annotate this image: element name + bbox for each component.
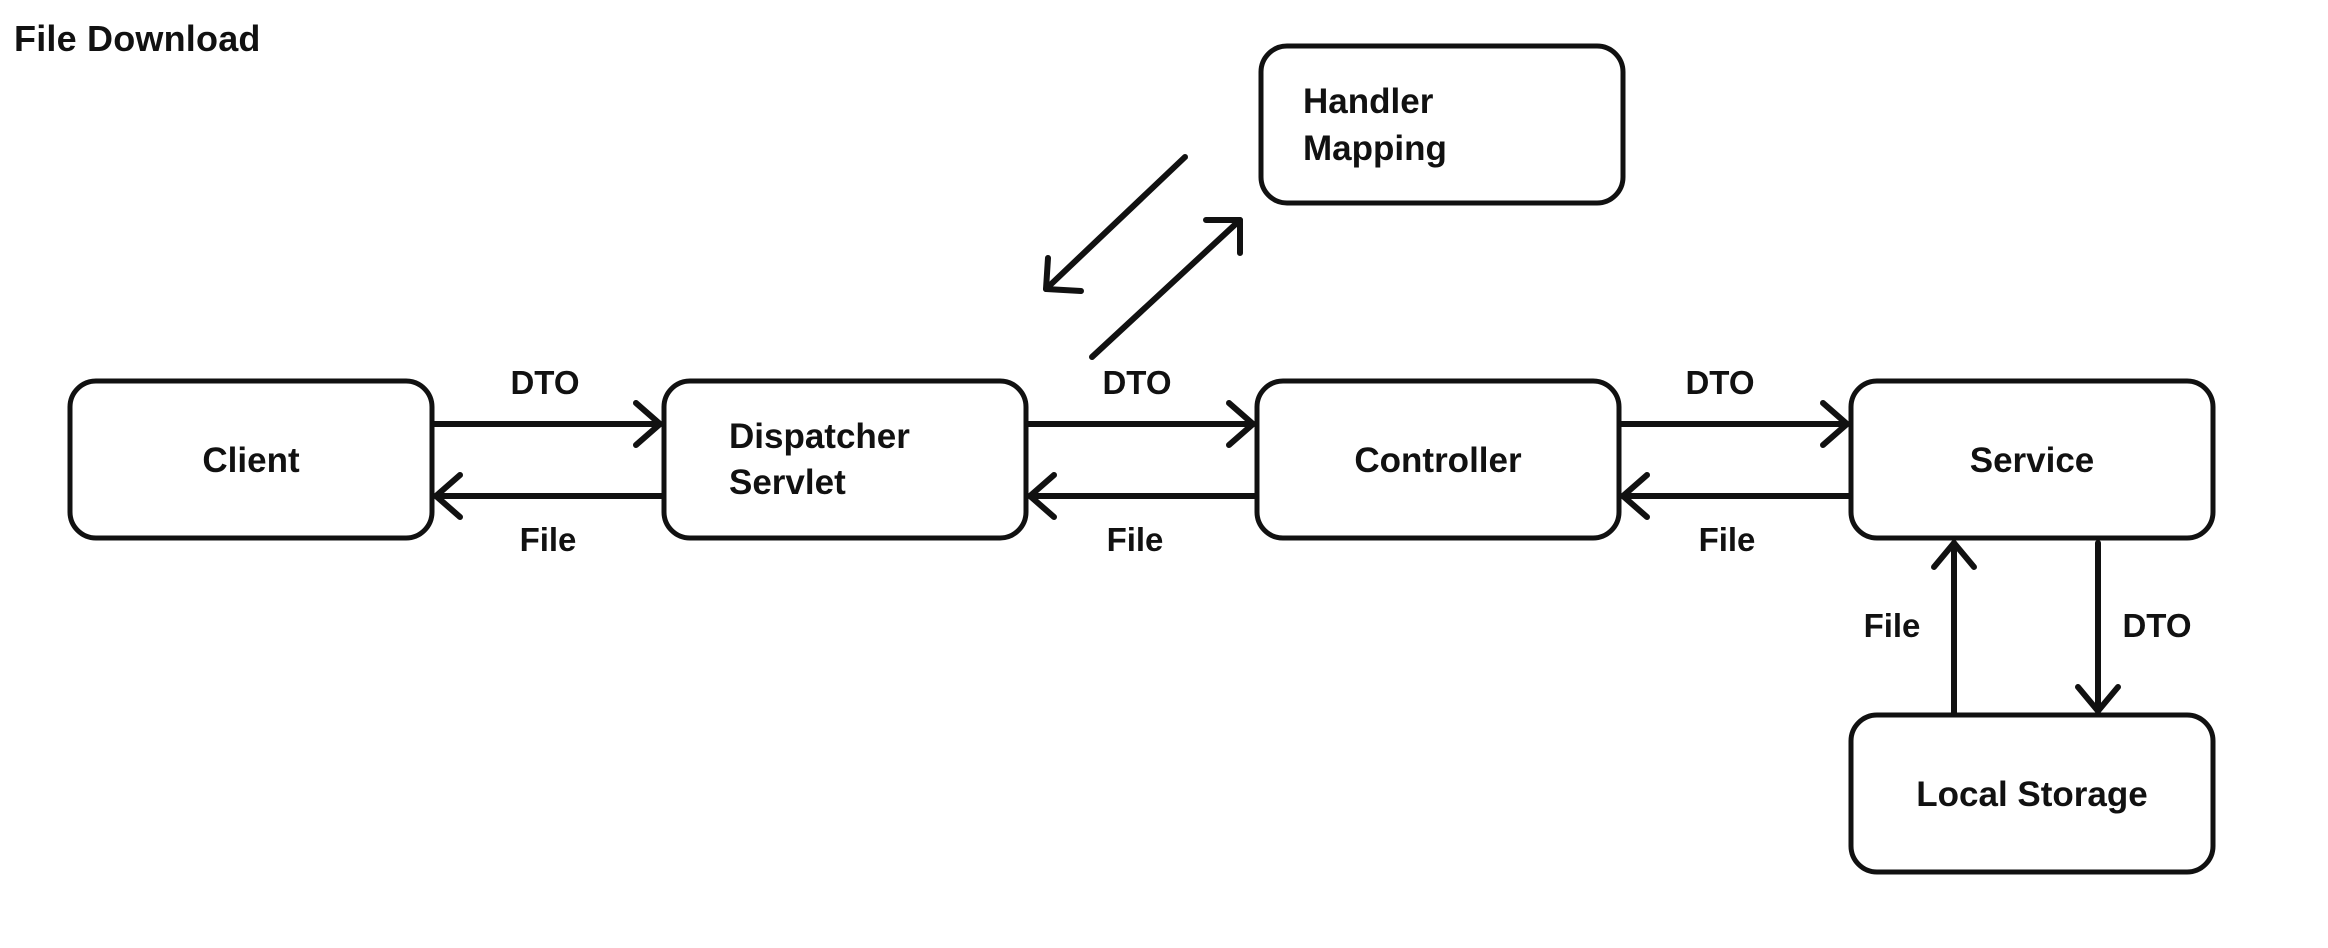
service-label: Service — [1970, 441, 2095, 480]
arrow-service-to-controller — [1620, 472, 1852, 520]
arrow-storage-to-service — [1931, 540, 1977, 716]
controller-label: Controller — [1354, 441, 1522, 480]
dispatcher-label-line2: Servlet — [729, 463, 846, 502]
edge-label-dispatcher-to-controller: DTO — [1102, 364, 1171, 401]
arrow-handler-mapping-to-dispatcher — [1043, 154, 1188, 294]
handler-mapping-label-line1: Handler — [1303, 82, 1434, 121]
handler-mapping-box[interactable] — [1258, 43, 1626, 206]
local-storage-box[interactable] — [1848, 712, 2216, 875]
controller-box[interactable] — [1254, 378, 1622, 541]
edge-label-service-to-storage: DTO — [2122, 607, 2191, 644]
dispatcher-servlet-box[interactable] — [661, 378, 1029, 541]
client-box[interactable] — [67, 378, 435, 541]
page-title: File Download — [14, 18, 261, 59]
local-storage-label: Local Storage — [1916, 775, 2147, 814]
arrow-controller-to-dispatcher — [1027, 472, 1258, 520]
arrow-dispatcher-to-client — [433, 472, 665, 520]
arrow-controller-to-service — [1618, 400, 1850, 448]
arrow-dispatcher-to-handler-mapping — [1089, 217, 1243, 360]
edge-label-storage-to-service: File — [1864, 607, 1921, 644]
arrow-dispatcher-to-controller — [1025, 400, 1256, 448]
client-label: Client — [202, 441, 300, 480]
arrow-service-to-storage — [2075, 540, 2121, 714]
service-box[interactable] — [1848, 378, 2216, 541]
dispatcher-label-line1: Dispatcher — [729, 417, 910, 456]
handler-mapping-label-line2: Mapping — [1303, 129, 1447, 168]
arrow-client-to-dispatcher — [431, 400, 663, 448]
edge-label-client-to-dispatcher: DTO — [510, 364, 579, 401]
edge-label-service-to-controller: File — [1699, 521, 1756, 558]
edge-label-controller-to-dispatcher: File — [1107, 521, 1164, 558]
edge-label-controller-to-service: DTO — [1685, 364, 1754, 401]
edge-label-dispatcher-to-client: File — [520, 521, 577, 558]
